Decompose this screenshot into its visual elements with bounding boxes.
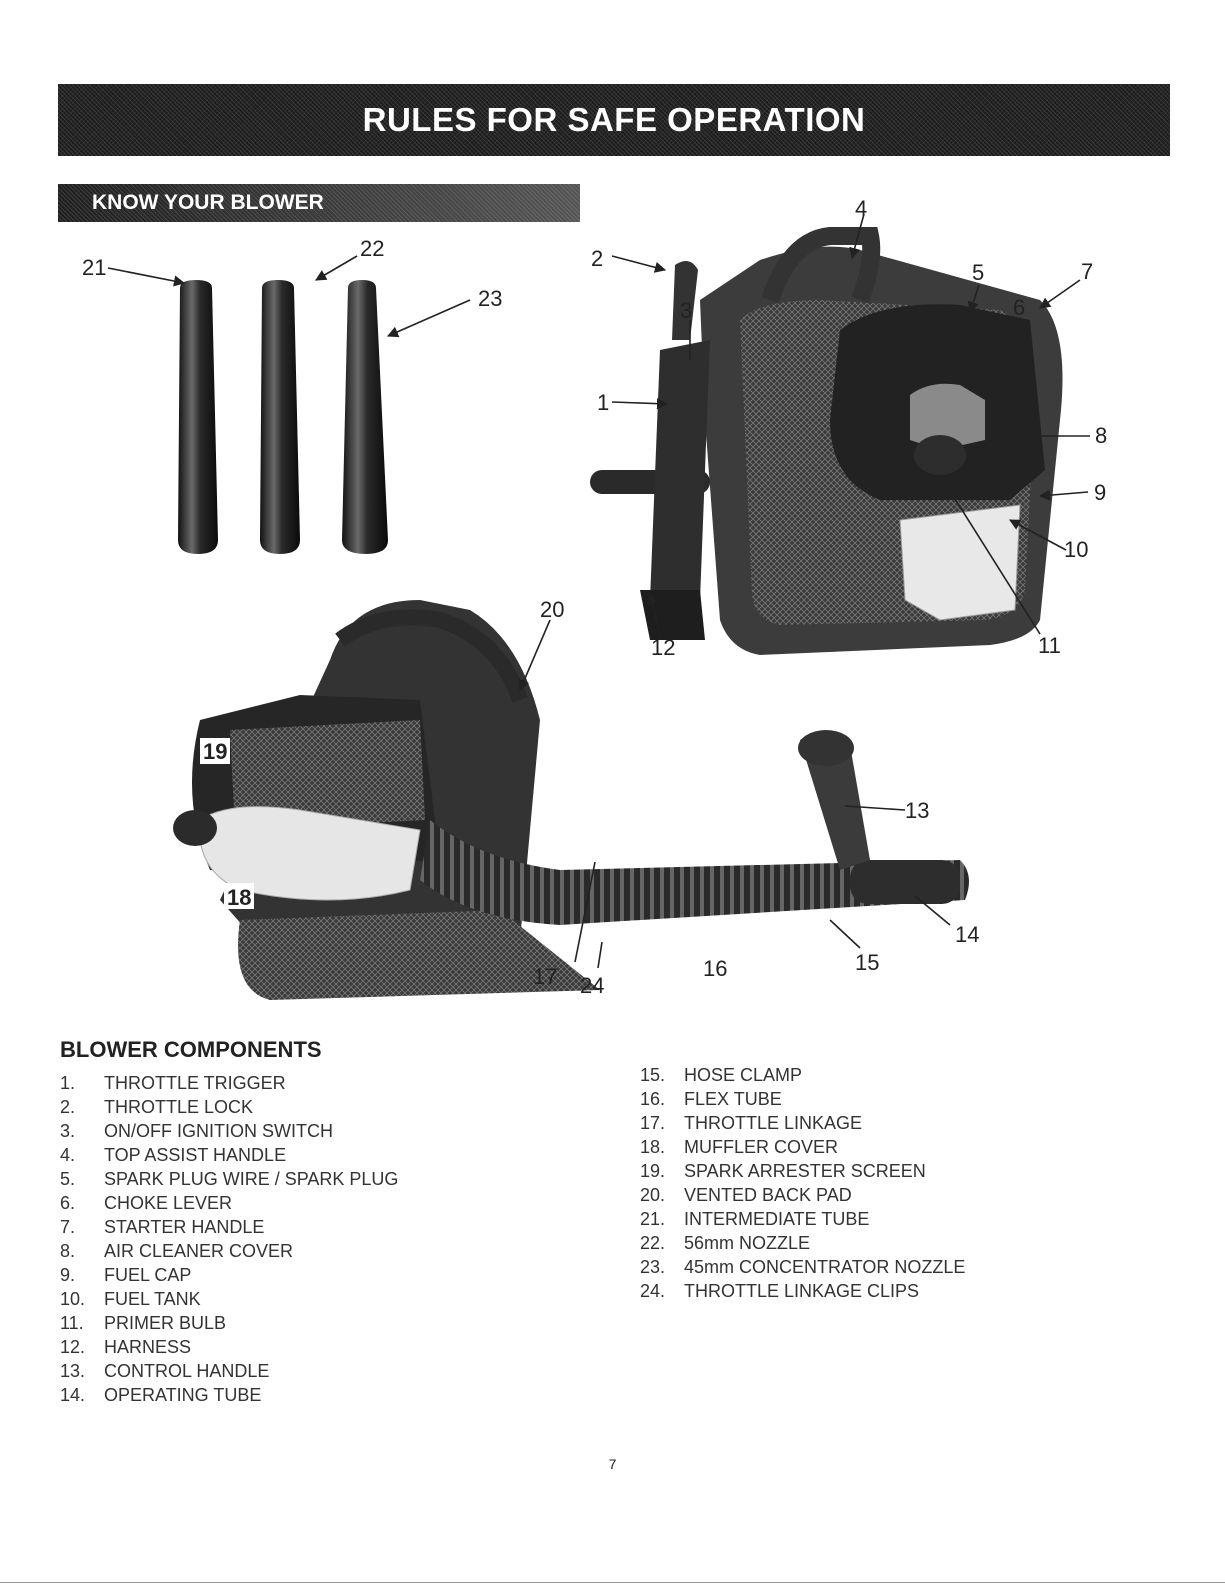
callout-13: 13 [905, 798, 929, 823]
callout-15: 15 [855, 950, 879, 975]
callout-5: 5 [972, 260, 984, 285]
callout-12: 12 [651, 635, 675, 660]
list-item: 1.THROTTLE TRIGGER [60, 1073, 286, 1093]
callout-20: 20 [540, 597, 564, 622]
callout-7: 7 [1081, 259, 1093, 284]
page-title: RULES FOR SAFE OPERATION [362, 101, 866, 138]
callout-16: 16 [703, 956, 727, 981]
callout-24: 24 [580, 973, 604, 998]
components-list-right: 15.HOSE CLAMP 16.FLEX TUBE 17.THROTTLE L… [640, 1063, 965, 1303]
page-bottom-rule [0, 1582, 1225, 1583]
list-item: 24.THROTTLE LINKAGE CLIPS [640, 1281, 920, 1301]
callout-19: 19 [203, 739, 227, 764]
list-item: 13.CONTROL HANDLE [60, 1361, 270, 1381]
nozzle-56mm [260, 280, 300, 554]
nozzle-45mm [342, 280, 388, 554]
list-item: 3.ON/OFF IGNITION SWITCH [60, 1121, 333, 1141]
list-item: 15.HOSE CLAMP [640, 1065, 803, 1085]
nozzle-tubes [178, 280, 388, 554]
list-item: 11.PRIMER BULB [60, 1313, 227, 1333]
callout-18-box [224, 883, 254, 909]
blower-side-view [173, 600, 969, 1000]
components-heading: BLOWER COMPONENTS [60, 1037, 322, 1062]
list-item: 20.VENTED BACK PAD [640, 1185, 852, 1205]
section-header: KNOW YOUR BLOWER [58, 184, 580, 222]
callout-numbers: 1 2 3 4 5 6 7 8 9 10 11 12 13 14 15 16 1… [82, 196, 1107, 998]
callout-18: 18 [227, 885, 251, 910]
callout-14: 14 [955, 922, 979, 947]
callout-19-box [200, 738, 230, 764]
callout-22: 22 [360, 236, 384, 261]
list-item: 23.45mm CONCENTRATOR NOZZLE [640, 1257, 966, 1277]
list-item: 5.SPARK PLUG WIRE / SPARK PLUG [60, 1169, 399, 1189]
components-list-left: 1.THROTTLE TRIGGER 2.THROTTLE LOCK 3.ON/… [60, 1071, 398, 1407]
list-item: 6.CHOKE LEVER [60, 1193, 233, 1213]
intermediate-tube [178, 280, 218, 554]
list-item: 18.MUFFLER COVER [640, 1137, 839, 1157]
list-item: 14.OPERATING TUBE [60, 1385, 262, 1405]
list-item: 19.SPARK ARRESTER SCREEN [640, 1161, 926, 1181]
callout-23: 23 [478, 286, 502, 311]
section-title: KNOW YOUR BLOWER [92, 191, 324, 214]
list-item: 8.AIR CLEANER COVER [60, 1241, 294, 1261]
callout-leaders [107, 213, 1090, 969]
page-banner: RULES FOR SAFE OPERATION [58, 84, 1170, 156]
callout-8: 8 [1095, 423, 1107, 448]
blower-illustration: 1 2 3 4 5 6 7 8 9 10 11 12 13 14 15 16 1… [82, 196, 1107, 1000]
callout-11: 11 [1038, 633, 1061, 658]
list-item: 7.STARTER HANDLE [60, 1217, 265, 1237]
callout-2: 2 [591, 246, 603, 271]
callout-9: 9 [1094, 480, 1106, 505]
list-item: 22.56mm NOZZLE [640, 1233, 811, 1253]
callout-17: 17 [533, 964, 557, 989]
list-item: 17.THROTTLE LINKAGE [640, 1113, 863, 1133]
list-item: 9.FUEL CAP [60, 1265, 192, 1285]
blower-back-view [590, 227, 1063, 655]
callout-10: 10 [1064, 537, 1088, 562]
list-item: 16.FLEX TUBE [640, 1089, 782, 1109]
callout-6: 6 [1013, 295, 1025, 320]
list-item: 4.TOP ASSIST HANDLE [60, 1145, 287, 1165]
list-item: 10.FUEL TANK [60, 1289, 201, 1309]
callout-1: 1 [597, 390, 609, 415]
page-number: 7 [608, 1456, 617, 1472]
callout-3: 3 [680, 298, 692, 323]
callout-4: 4 [855, 196, 867, 221]
list-item: 12.HARNESS [60, 1337, 192, 1357]
list-item: 2.THROTTLE LOCK [60, 1097, 254, 1117]
list-item: 21.INTERMEDIATE TUBE [640, 1209, 870, 1229]
callout-21: 21 [82, 255, 106, 280]
